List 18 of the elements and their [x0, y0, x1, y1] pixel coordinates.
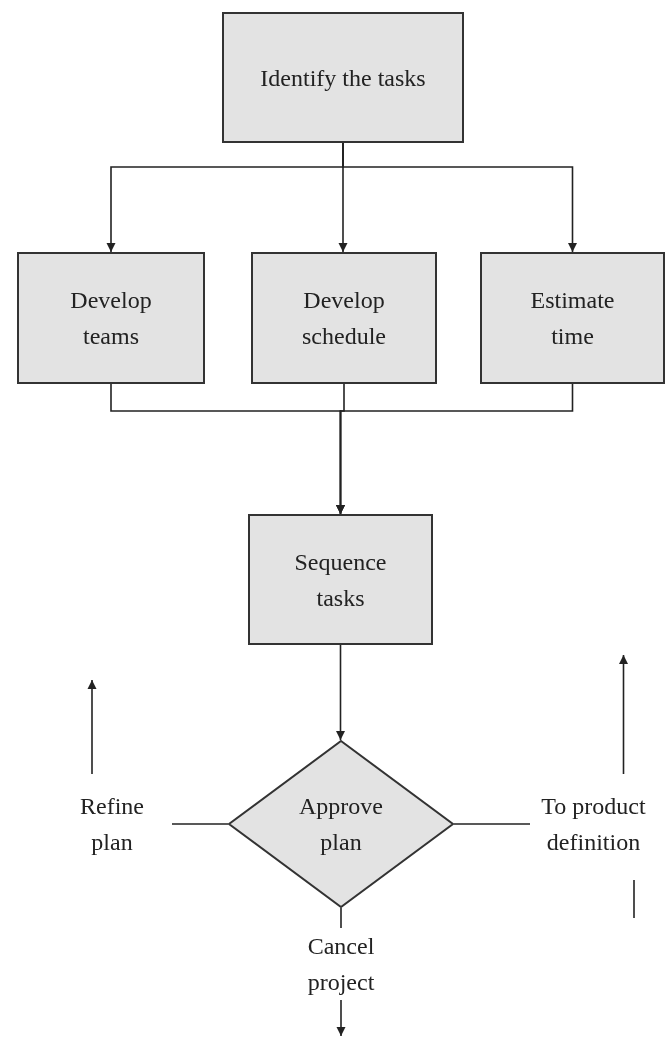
- arrow: [336, 644, 345, 741]
- arrow: [336, 999, 346, 1037]
- connector-line: [171, 823, 229, 825]
- process-box: Estimate time: [480, 252, 665, 384]
- process-box: Sequence tasks: [248, 514, 433, 645]
- arrow: [619, 654, 628, 775]
- arrow: [87, 679, 97, 775]
- arrow: [342, 142, 577, 253]
- process-box: Identify the tasks: [222, 12, 464, 143]
- arrow: [336, 383, 574, 515]
- connector-line: [340, 907, 342, 929]
- process-box: Develop teams: [17, 252, 205, 384]
- decision-text: Approve plan: [298, 792, 384, 857]
- outcome-text: To product definition: [520, 788, 667, 860]
- outcome-text: Refine plan: [42, 788, 182, 860]
- connector-line: [453, 823, 531, 825]
- process-box: Develop schedule: [251, 252, 437, 384]
- outcome-text: Cancel project: [281, 928, 401, 1000]
